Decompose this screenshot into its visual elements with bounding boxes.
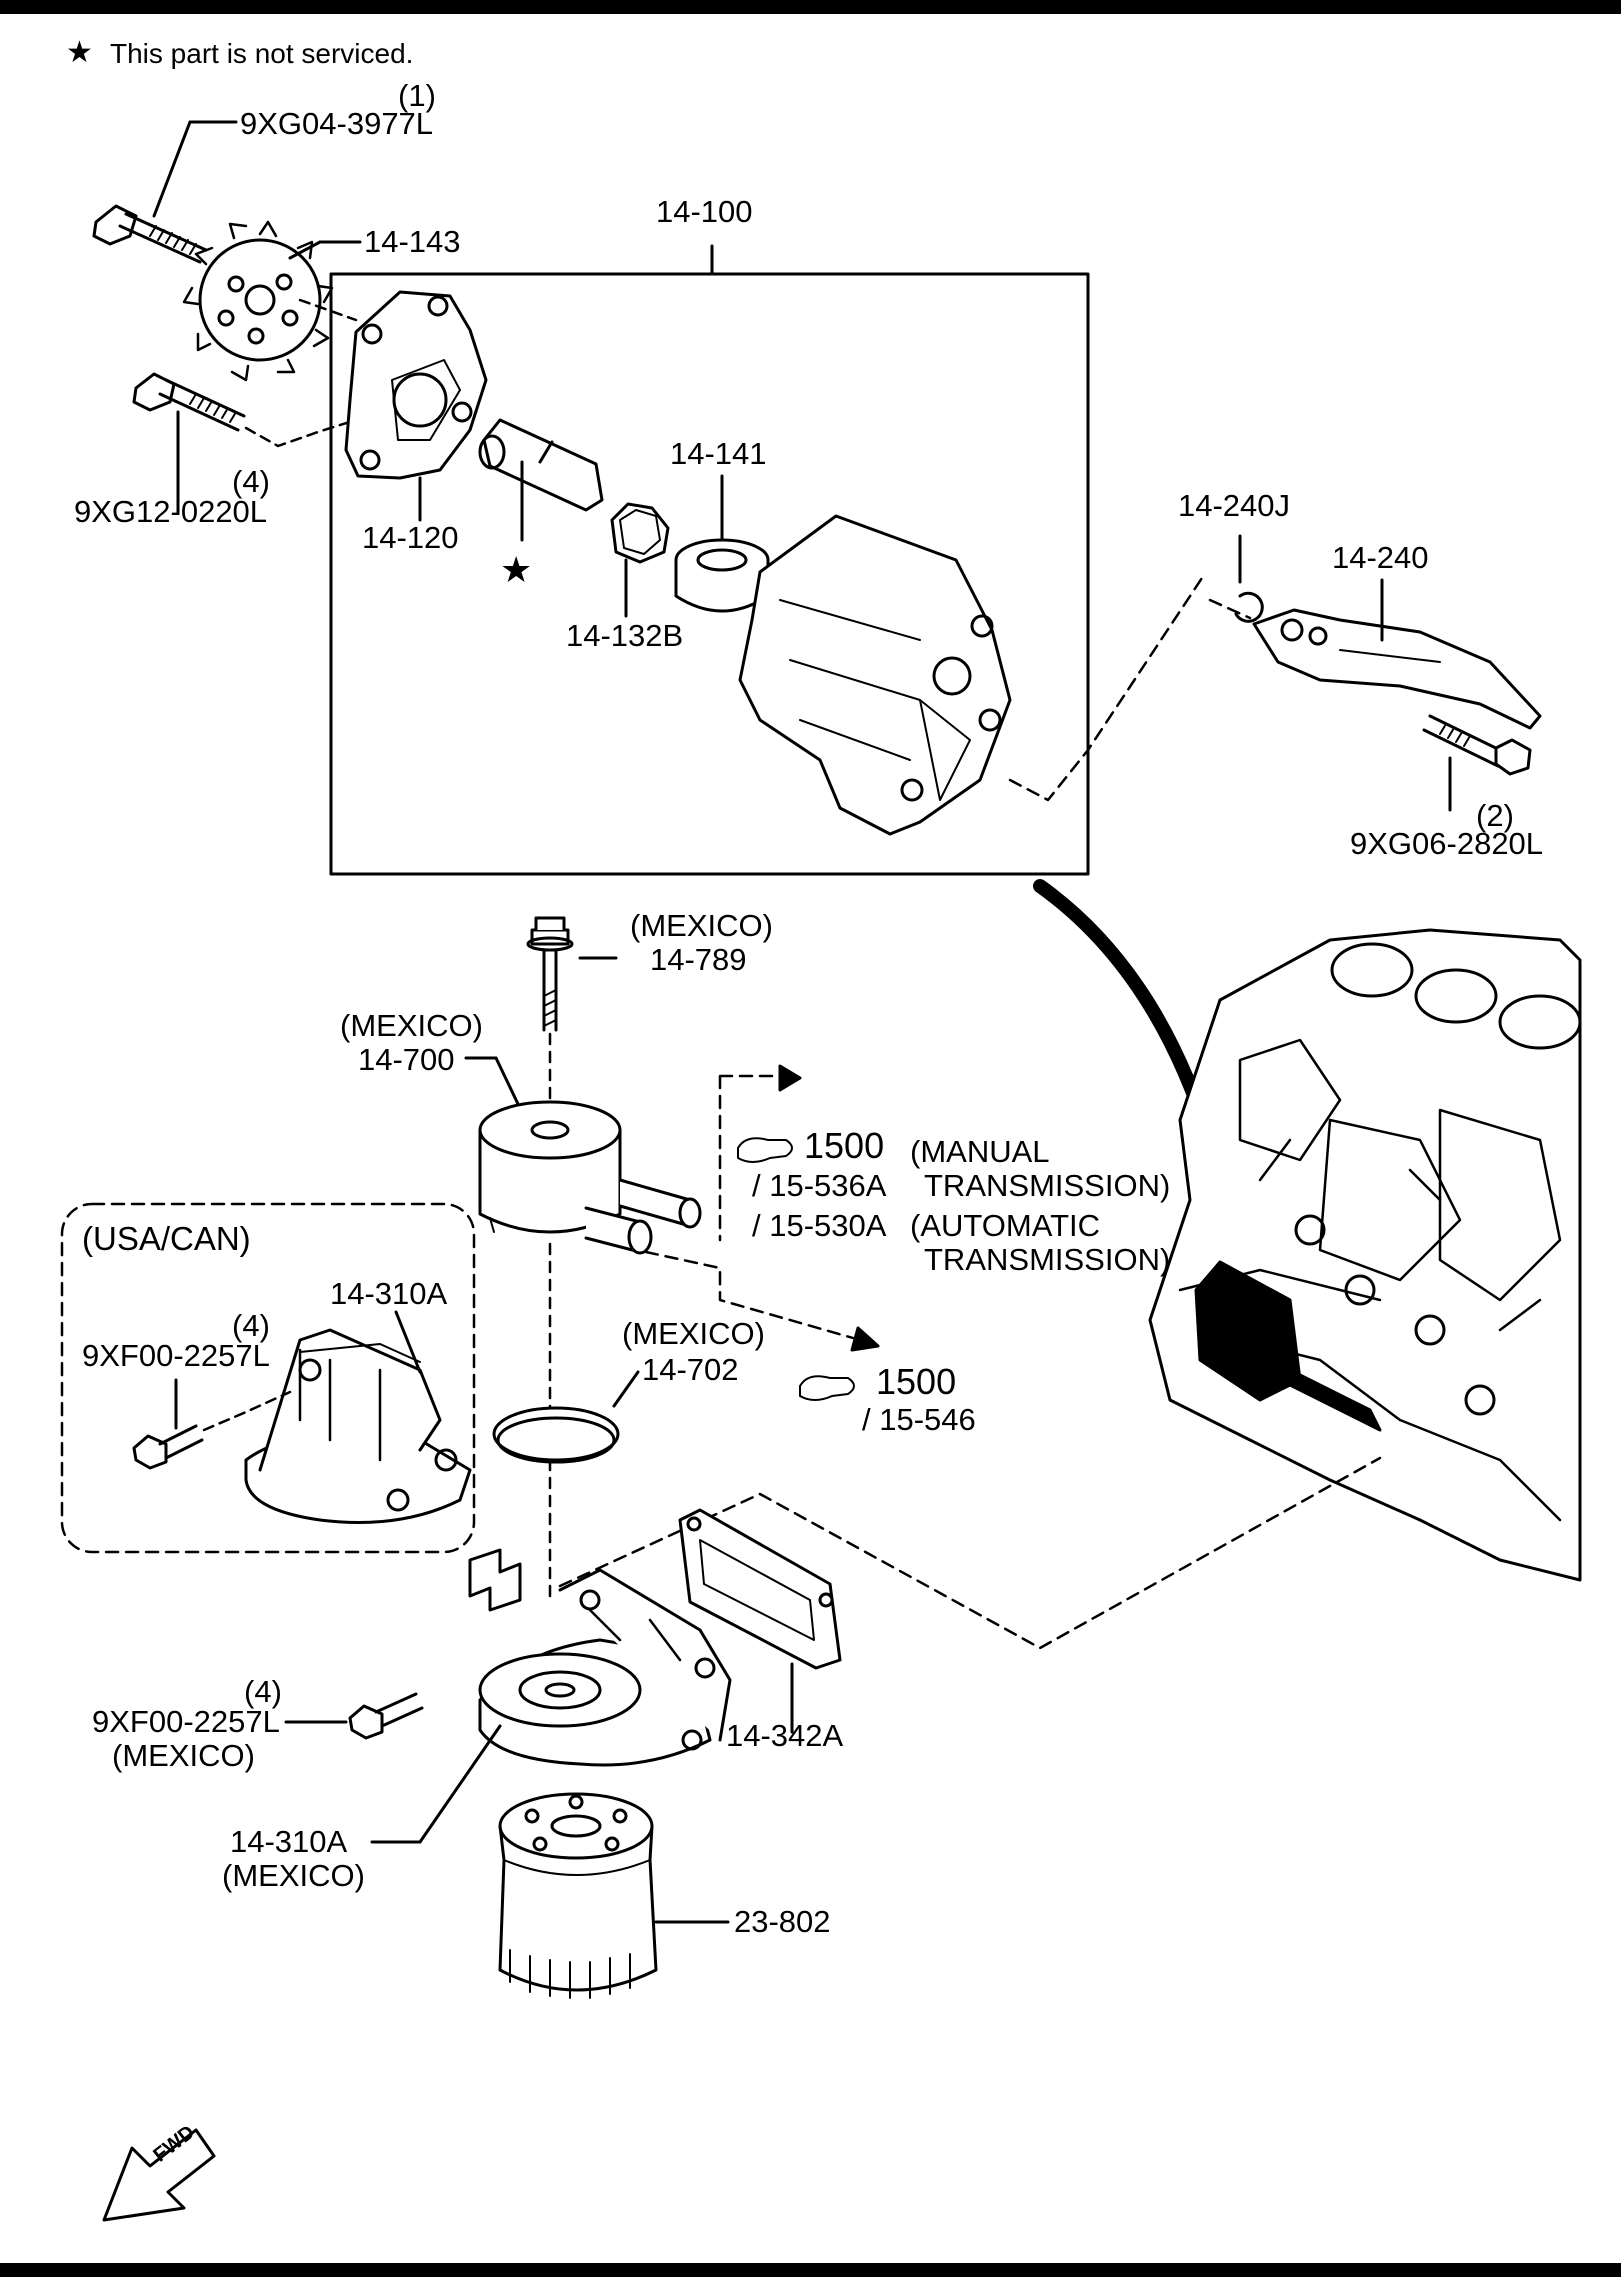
rotor-b-label: 14-132B [566,618,684,653]
leader-mexico-filter [418,1724,502,1844]
sprocket-label: 14-143 [364,224,461,259]
pump-shaft-icon [478,418,604,512]
oil-filter-icon [498,1792,658,1999]
usa-bolt-qty: (4) [232,1308,270,1343]
mexico-bolt-region: (MEXICO) [112,1738,255,1773]
mexico-789-region: (MEXICO) [630,908,773,943]
bolt-left-qty: (4) [232,464,270,499]
lever-label: 14-240 [1332,540,1429,575]
gasket-label: 14-342A [726,1718,844,1753]
ref-hand-icon-2 [799,1375,855,1401]
pump-cover-label: 14-120 [362,520,459,555]
bolt-789-label: 14-789 [650,942,747,977]
bottom-border-bar [0,2263,1621,2277]
o-ring-icon [492,1406,620,1464]
pump-assembly-frame [329,272,1090,876]
ref1-manual: (MANUAL [910,1134,1050,1169]
mexico-702-region: (MEXICO) [622,1316,765,1351]
usa-can-label: (USA/CAN) [82,1220,251,1257]
oil-filter-label: 23-802 [734,1904,831,1939]
ref1-manual-transmission: TRANSMISSION) [924,1168,1171,1203]
cooler-label: 14-700 [358,1042,455,1077]
leader-o-ring [612,1370,640,1408]
usa-filter-body-label: 14-310A [330,1276,448,1311]
engine-block-icon [1148,928,1582,1582]
filter-body-usa-icon [244,1328,472,1524]
snap-ring-label: 14-240J [1178,488,1291,523]
note-text: This part is not serviced. [110,38,414,69]
mexico-700-region: (MEXICO) [340,1008,483,1043]
gasket-icon [678,1508,842,1670]
bolt-right-icon [1422,714,1532,776]
ref1-15-530a: / 15-530A [752,1208,887,1243]
bolt-left-part: 9XG12-0220L [74,494,268,529]
ref1-automatic: (AUTOMATIC [910,1208,1101,1243]
mexico-bolt-part: 9XF00-2257L [92,1704,280,1739]
ref2-15-546: / 15-546 [862,1402,976,1437]
ref1-automatic-transmission: TRANSMISSION) [924,1242,1171,1277]
bolt-14-789-icon [526,916,574,1032]
leader-bolt-top [152,120,192,218]
star-mark-icon: ★ [500,549,533,590]
ref1-number: 1500 [804,1125,885,1166]
bolt-mexico-icon [348,1692,424,1740]
top-border-bar [0,0,1621,14]
filter-body-mexico-icon [478,1568,732,1767]
usa-bolt-part: 9XF00-2257L [82,1338,270,1373]
o-ring-label: 14-702 [642,1352,739,1387]
rotor-label: 14-141 [670,436,767,471]
fwd-arrow-icon [102,2128,216,2222]
bolt-top-icon [92,204,208,264]
usa-can-box [60,1202,476,1554]
pump-body-icon [738,514,1012,836]
leader-sprocket [288,240,322,260]
mexico-filter-body-label: 14-310A [230,1824,348,1859]
star-note-icon: ★ [66,36,93,69]
bolt-usa-icon [132,1424,204,1470]
pump-assembly-label: 14-100 [656,194,753,229]
ref1-15-536a: / 15-536A [752,1168,887,1203]
mexico-filter-region: (MEXICO) [222,1858,365,1893]
ref2-number: 1500 [876,1361,957,1402]
leader-usa-filter [394,1310,422,1374]
bolt-right-qty: (2) [1476,798,1514,833]
lever-icon [1252,608,1542,730]
bolt-top-part: 9XG04-3977L [240,106,434,141]
rotor-outer-icon [674,538,770,613]
mexico-bolt-qty: (4) [244,1674,282,1709]
bolt-top-qty: (1) [398,78,436,113]
rotor-inner-icon [610,502,670,564]
snap-ring-icon [1234,591,1264,623]
bolt-right-part: 9XG06-2820L [1350,826,1544,861]
pump-cover-icon [344,290,488,480]
sprocket-icon [182,220,334,382]
ref-hand-icon-1 [737,1137,793,1163]
oil-cooler-icon [478,1100,702,1255]
interchange-arrow-icon [468,1548,522,1612]
bolt-left-icon [132,372,246,432]
